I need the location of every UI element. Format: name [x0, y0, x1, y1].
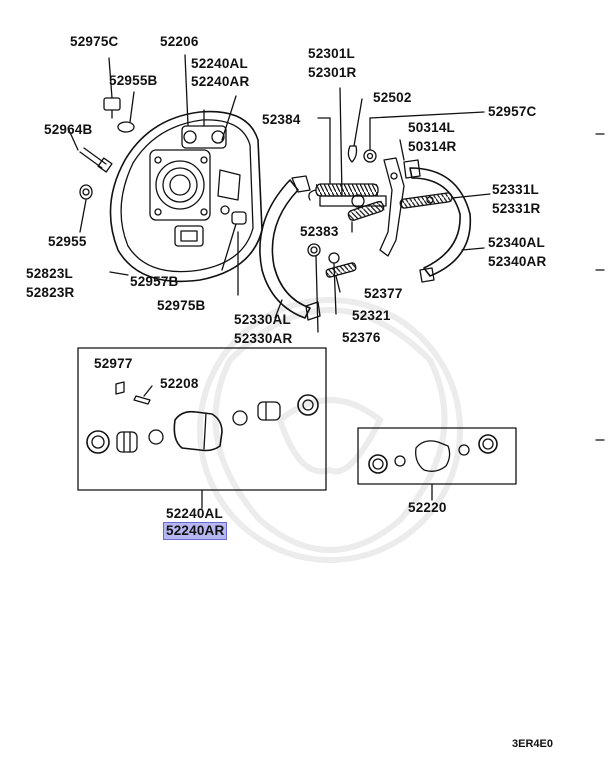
- repair-kit-drawing: [368, 434, 498, 474]
- part-label-52384[interactable]: 52384: [262, 112, 301, 127]
- spring-52383-drawing: [347, 200, 385, 233]
- part-label-50314R[interactable]: 50314R: [408, 139, 457, 154]
- pin-52376-drawing: [307, 243, 321, 333]
- part-label-52823R[interactable]: 52823R: [26, 285, 75, 300]
- plug-52957B-drawing: [221, 211, 247, 271]
- spring-52384-drawing: [308, 117, 379, 201]
- part-label-52377[interactable]: 52377: [364, 286, 403, 301]
- spring-52377-drawing: [325, 262, 357, 293]
- backing-plate-drawing: [109, 109, 263, 283]
- part-label-50314L[interactable]: 50314L: [408, 120, 455, 135]
- repair-kit-box: [357, 427, 517, 485]
- part-label-52376[interactable]: 52376: [342, 330, 381, 345]
- part-label-52240AR-top[interactable]: 52240AR: [191, 74, 250, 89]
- part-label-52330AR[interactable]: 52330AR: [234, 331, 293, 346]
- bolt-52964B-drawing: [67, 127, 113, 173]
- part-label-52977[interactable]: 52977: [94, 356, 133, 371]
- part-label-52301R[interactable]: 52301R: [308, 65, 357, 80]
- part-label-52955[interactable]: 52955: [48, 234, 87, 249]
- part-label-52955B[interactable]: 52955B: [109, 73, 158, 88]
- brake-shoe-52330A-drawing: [259, 175, 321, 321]
- part-label-52975C[interactable]: 52975C: [70, 34, 119, 49]
- part-label-52957C[interactable]: 52957C: [488, 104, 537, 119]
- part-label-52964B[interactable]: 52964B: [44, 122, 93, 137]
- bolt-52975C-drawing: [103, 57, 121, 119]
- part-label-52957B[interactable]: 52957B: [130, 274, 179, 289]
- part-label-52975B[interactable]: 52975B: [157, 298, 206, 313]
- washer-52957C-drawing: [363, 111, 485, 163]
- part-label-52340AL[interactable]: 52340AL: [488, 235, 545, 250]
- part-label-52331R[interactable]: 52331R: [492, 201, 541, 216]
- part-label-52208[interactable]: 52208: [160, 376, 199, 391]
- watermark-emblem: [197, 297, 463, 563]
- part-label-52301L[interactable]: 52301L: [308, 46, 355, 61]
- part-label-52383[interactable]: 52383: [300, 224, 339, 239]
- part-label-52240AR-highlighted[interactable]: 52240AR: [162, 522, 228, 540]
- part-label-52823L[interactable]: 52823L: [26, 266, 73, 281]
- part-label-52240AL-top[interactable]: 52240AL: [191, 56, 248, 71]
- part-label-52330AL[interactable]: 52330AL: [234, 312, 291, 327]
- part-label-52340AR[interactable]: 52340AR: [488, 254, 547, 269]
- brake-shoe-52340A-drawing: [403, 159, 485, 283]
- wheel-cylinder-exploded-drawing: [86, 381, 319, 454]
- part-label-52321[interactable]: 52321: [352, 308, 391, 323]
- part-label-52220[interactable]: 52220: [408, 500, 447, 515]
- part-label-52240AL-bottom[interactable]: 52240AL: [166, 506, 223, 521]
- part-label-52331L[interactable]: 52331L: [492, 182, 539, 197]
- grommet-52955-drawing: [79, 184, 93, 233]
- adjuster-52301-drawing: [319, 87, 387, 208]
- clip-52502-drawing: [347, 98, 363, 163]
- part-label-52502[interactable]: 52502: [373, 90, 412, 105]
- plug-52955B-drawing: [117, 91, 135, 133]
- diagram-code: 3ER4E0: [512, 738, 553, 750]
- part-label-52206[interactable]: 52206: [160, 34, 199, 49]
- spring-52331-drawing: [399, 192, 491, 209]
- lever-50314-drawing: [379, 139, 405, 257]
